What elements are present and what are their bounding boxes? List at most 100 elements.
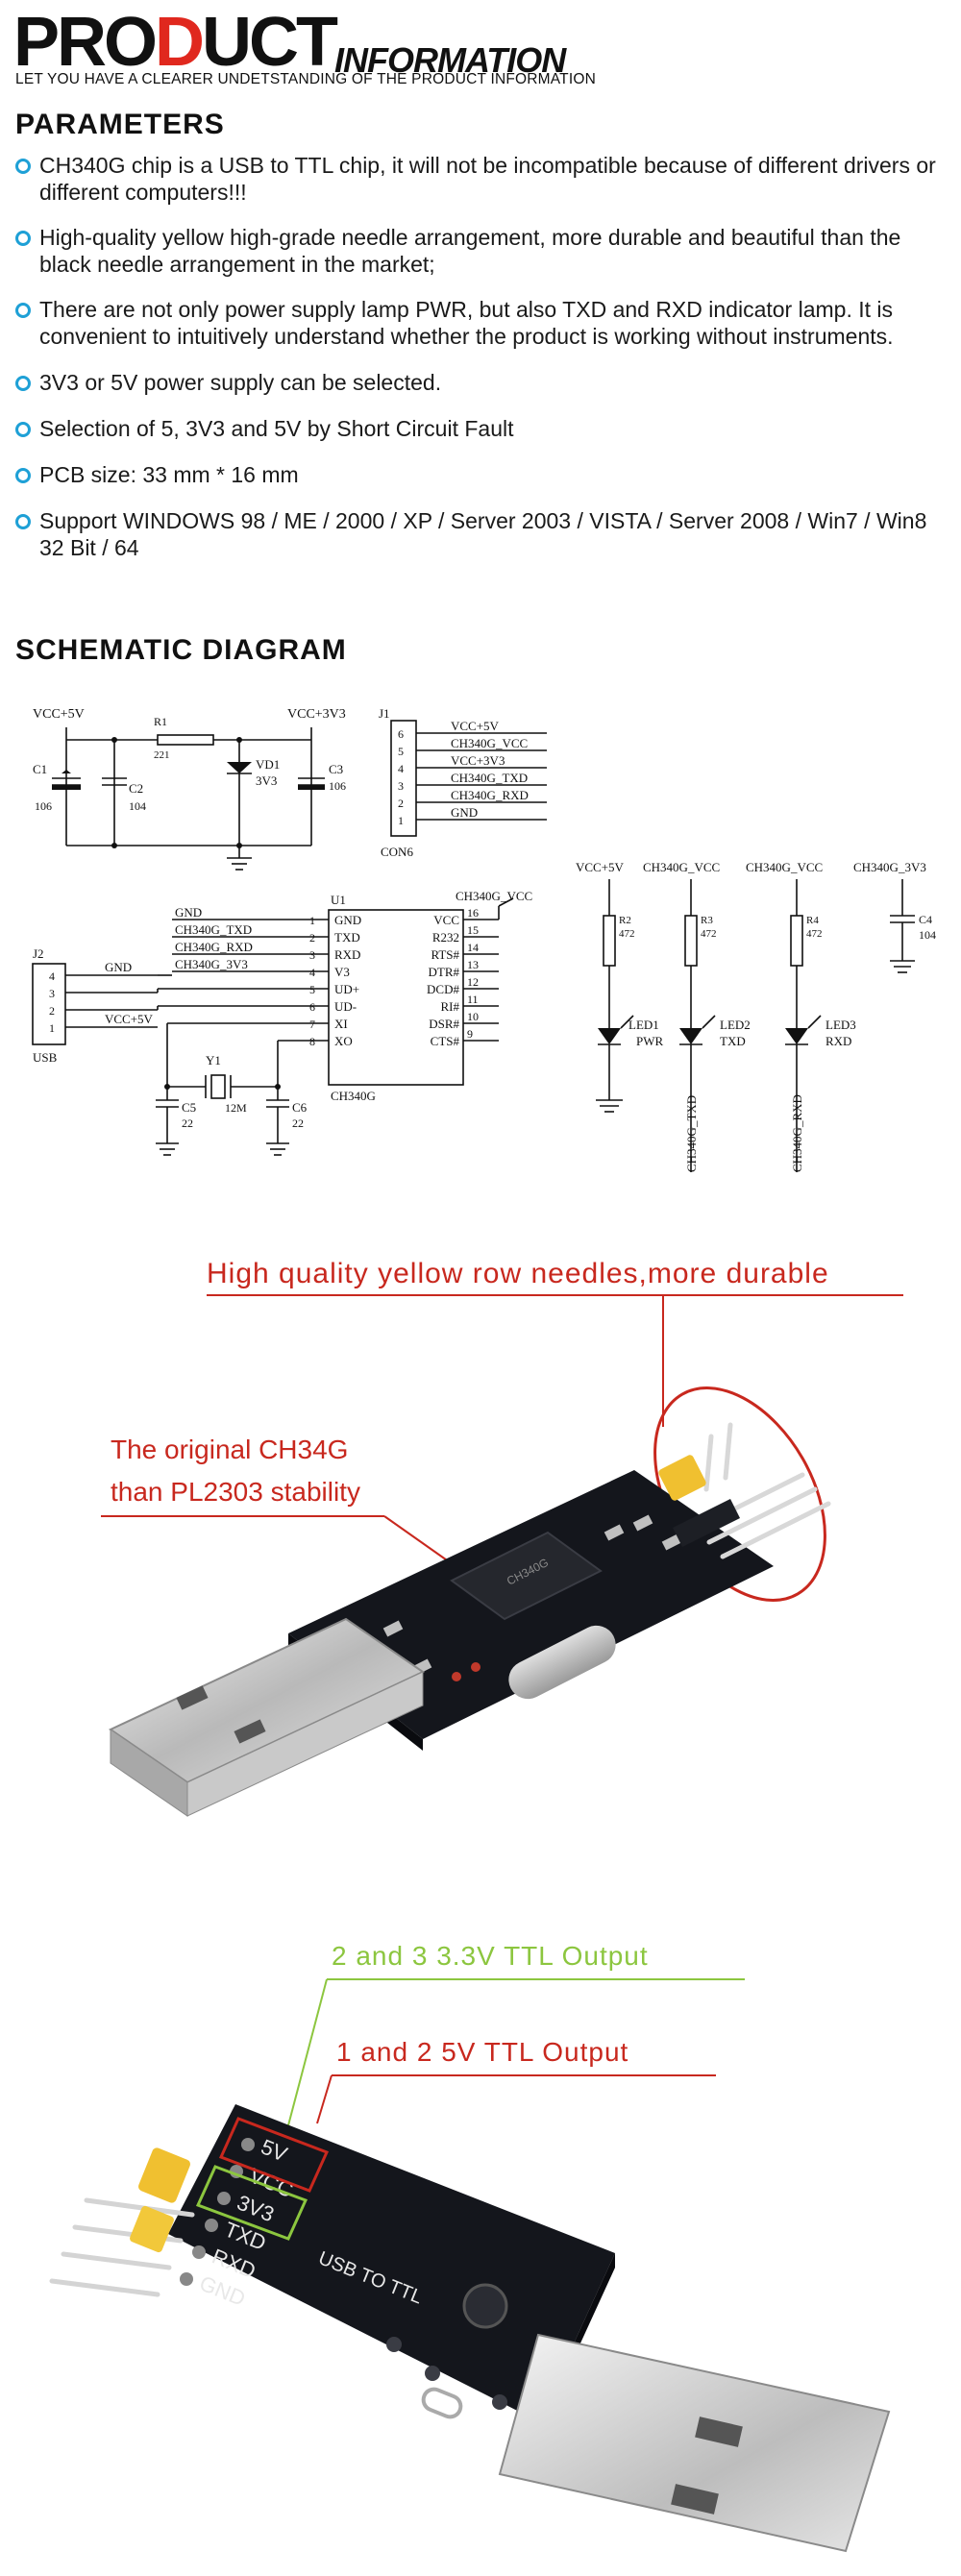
j2-pin: 4: [49, 969, 55, 983]
label-j1: J1: [379, 706, 390, 721]
parameter-text: PCB size: 33 mm * 16 mm: [39, 462, 299, 487]
u1-pin-name-left: XO: [334, 1034, 353, 1048]
label-r4: R4: [806, 915, 819, 926]
brand-post: UCT: [202, 4, 338, 81]
parameter-text: CH340G chip is a USB to TTL chip, it wil…: [39, 153, 936, 205]
label-c5: C5: [182, 1100, 196, 1115]
label-r1: R1: [154, 715, 167, 728]
callout-3v3-output: 2 and 3 3.3V TTL Output: [332, 1941, 649, 1971]
label-c2: C2: [129, 781, 143, 796]
label-con6: CON6: [381, 845, 413, 859]
led-branch-net: CH340G_VCC: [643, 860, 720, 874]
value-c2: 104: [129, 799, 146, 813]
product-information-header: PRODUCT INFORMATION LET YOU HAVE A CLEAR…: [13, 8, 946, 90]
bullet-ring-icon: [15, 422, 31, 437]
label-c3: C3: [329, 762, 343, 776]
u1-pin-left: 3: [309, 948, 315, 962]
u1-pin-right: 10: [467, 1010, 479, 1023]
j2-pin: 2: [49, 1004, 55, 1018]
brand-red-letter: D: [155, 4, 205, 81]
value-r2: 472: [619, 928, 635, 940]
u1-pin-name-left: GND: [334, 913, 361, 927]
net-led-rxd: CH340G_RXD: [790, 1094, 804, 1172]
label-y1: Y1: [206, 1053, 221, 1067]
u1-left-net: CH340G_3V3: [175, 957, 248, 971]
j2-pin: 1: [49, 1021, 55, 1035]
parameter-text: 3V3 or 5V power supply can be selected.: [39, 370, 442, 395]
label-ch340g: CH340G: [331, 1089, 376, 1103]
label-c1: C1: [33, 762, 47, 776]
parameter-text: There are not only power supply lamp PWR…: [39, 297, 894, 349]
parameter-item: Support WINDOWS 98 / ME / 2000 / XP / Se…: [15, 507, 938, 561]
value-y1: 12M: [225, 1101, 247, 1115]
value-c5: 22: [182, 1116, 193, 1130]
u1-pin-name-left: UD+: [334, 982, 359, 996]
brand-subtitle: INFORMATION: [334, 40, 566, 80]
parameters-title: PARAMETERS: [15, 109, 225, 140]
parameter-text: Selection of 5, 3V3 and 5V by Short Circ…: [39, 416, 514, 441]
j2-gnd-net: GND: [105, 960, 132, 974]
u1-pin-name-right: RTS#: [431, 947, 459, 962]
u1-pin-left: 8: [309, 1035, 315, 1048]
label-r2: R2: [619, 915, 631, 926]
product-photo-pinout: 2 and 3 3.3V TTL Output 1 and 2 5V TTL O…: [49, 1941, 891, 2553]
u1-pin-name-left: TXD: [334, 930, 360, 945]
u1-pin-left: 2: [309, 931, 315, 945]
u1-pin-right: 11: [467, 993, 479, 1006]
label-j2: J2: [33, 946, 44, 961]
u1-pin-name-left: UD-: [334, 999, 357, 1014]
usb-plug-top: [498, 2333, 891, 2553]
j1-pin: 6: [398, 727, 404, 741]
u1-pin-name-right: RI#: [441, 999, 460, 1014]
product-photo-angled: High quality yellow row needles,more dur…: [101, 1258, 903, 1817]
ch340g-chip: [450, 1531, 603, 1621]
value-c3: 106: [329, 779, 346, 793]
value-c6: 22: [292, 1116, 304, 1130]
led-indicator: [452, 1672, 461, 1681]
u1-pin-left: 7: [309, 1018, 315, 1031]
value-r1: 221: [154, 749, 170, 761]
u1-pin-left: 4: [309, 966, 315, 979]
net-led-txd: CH340G_TXD: [684, 1095, 699, 1172]
parameters-list: CH340G chip is a USB to TTL chip, it wil…: [15, 152, 938, 561]
u1-pin-name-right: CTS#: [431, 1034, 460, 1048]
led-branch-net: CH340G_VCC: [746, 860, 823, 874]
u1-pin-left: 6: [309, 1000, 315, 1014]
led-branch-net: CH340G_3V3: [853, 860, 926, 874]
highlight-5v-vcc: [218, 2117, 330, 2193]
brand-tagline: LET YOU HAVE A CLEARER UNDETSTANDING OF …: [15, 71, 596, 87]
label-r3: R3: [701, 915, 713, 926]
parameter-text: High-quality yellow high-grade needle ar…: [39, 225, 901, 277]
bullet-ring-icon: [15, 159, 31, 174]
label-usb: USB: [33, 1050, 58, 1065]
bullet-ring-icon: [15, 468, 31, 483]
crystal-oscillator: [508, 1625, 616, 1700]
led-indicator: [471, 1662, 480, 1672]
yellow-jumper: [658, 1455, 706, 1501]
pcb-board-top: [168, 2104, 615, 2421]
j1-net: CH340G_RXD: [451, 788, 529, 802]
j1-pin: 3: [398, 779, 404, 793]
value-c1: 106: [35, 799, 52, 813]
j1-pin: 4: [398, 762, 404, 775]
brand-wordmark: PRODUCT: [13, 8, 338, 77]
label-led1: LED1: [628, 1018, 659, 1032]
j1-pin: 2: [398, 797, 404, 810]
label-led2: LED2: [720, 1018, 751, 1032]
j1-net: VCC+3V3: [451, 753, 505, 768]
value-r4: 472: [806, 928, 823, 940]
net-vcc3v3: VCC+3V3: [287, 707, 346, 722]
u1-pin-name-right: DTR#: [429, 965, 460, 979]
parameter-item: High-quality yellow high-grade needle ar…: [15, 224, 938, 278]
u1-pin-right: 14: [467, 941, 479, 954]
j1-net: CH340G_TXD: [451, 771, 528, 785]
schematic-diagram: VCC+5V VCC+3V3 R1 221 C1 106 C2 104 VD1 …: [32, 706, 936, 1172]
j2-vcc-net: VCC+5V: [105, 1012, 154, 1026]
u1-pin-right: 12: [467, 975, 479, 989]
callout-5v-output: 1 and 2 5V TTL Output: [336, 2037, 628, 2067]
parameter-item: 3V3 or 5V power supply can be selected.: [15, 369, 938, 396]
yellow-jumper-cap: [138, 2147, 190, 2203]
value-r3: 472: [701, 928, 717, 940]
u1-pin-name-right: DSR#: [429, 1017, 459, 1031]
parameter-text: Support WINDOWS 98 / ME / 2000 / XP / Se…: [39, 508, 927, 560]
